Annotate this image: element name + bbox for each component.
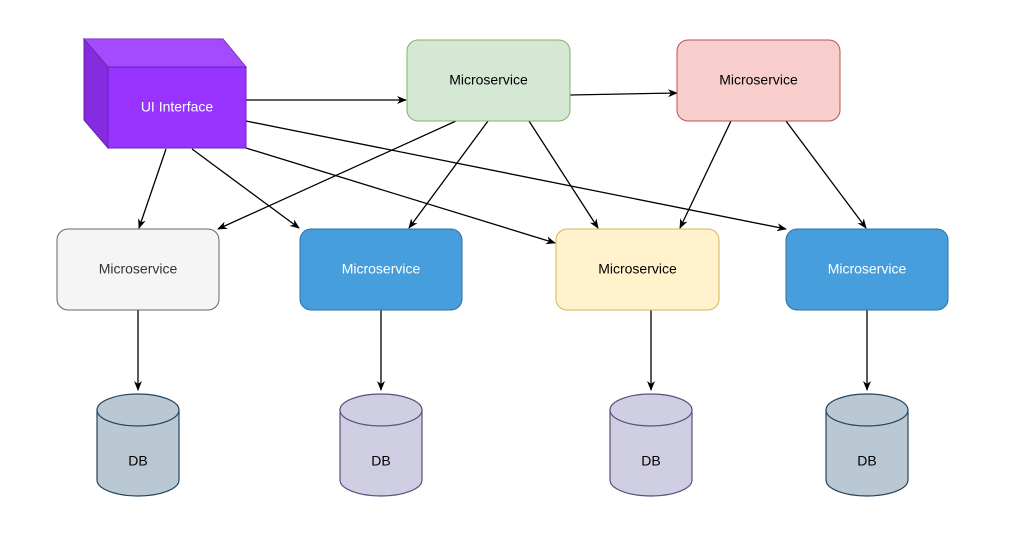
microservice-mid-gray-label: Microservice	[99, 261, 178, 277]
microservice-top-green[interactable]: Microservice	[406, 39, 571, 122]
ui-interface-shade-top	[84, 39, 246, 67]
microservice-mid-blue-1[interactable]: Microservice	[299, 228, 463, 311]
edge-top-green-to-mid-gray	[217, 120, 457, 230]
microservice-mid-gray[interactable]: Microservice	[56, 228, 220, 311]
edge-ui-to-mid-blue-1	[191, 148, 300, 229]
ui-interface-front-face	[107, 66, 247, 149]
edge-ui-to-mid-blue-2	[245, 120, 787, 232]
microservice-mid-blue-1-box	[299, 228, 463, 311]
database-3-top	[609, 393, 693, 427]
edge-top-red-to-mid-yellow	[679, 120, 732, 229]
microservice-top-green-label: Microservice	[449, 72, 528, 88]
database-4-body	[825, 410, 909, 497]
database-3[interactable]: DB	[609, 393, 693, 497]
edge-top-green-to-mid-blue-1	[408, 120, 489, 229]
microservice-mid-yellow-box	[555, 228, 720, 311]
edge-top-red-to-mid-blue-2	[785, 120, 867, 229]
ui-interface-label: UI Interface	[141, 99, 214, 115]
database-4-top	[825, 393, 909, 427]
database-3-label: DB	[641, 453, 660, 469]
database-1-body	[96, 410, 180, 497]
microservice-mid-gray-box	[56, 228, 220, 311]
database-2-top	[339, 393, 423, 427]
edge-ui-to-mid-yellow	[245, 147, 556, 245]
edge-top-green-to-mid-yellow	[528, 120, 599, 229]
microservice-mid-blue-2-label: Microservice	[828, 261, 907, 277]
database-2[interactable]: DB	[339, 393, 423, 497]
database-4-label: DB	[857, 453, 876, 469]
microservice-top-red-label: Microservice	[719, 72, 798, 88]
edge-top-green-to-top-red	[569, 89, 678, 98]
edge-ui-to-mid-gray	[138, 148, 167, 229]
microservice-top-red-box	[676, 39, 841, 122]
database-3-body	[609, 410, 693, 497]
connectors	[134, 89, 871, 391]
microservice-top-red[interactable]: Microservice	[676, 39, 841, 122]
ui-interface-node[interactable]: UI Interface	[82, 37, 248, 150]
microservice-mid-yellow-label: Microservice	[598, 261, 677, 277]
database-1-label: DB	[128, 453, 147, 469]
database-4[interactable]: DB	[825, 393, 909, 497]
ui-interface-shade-side	[84, 39, 108, 148]
database-2-body	[339, 410, 423, 497]
database-2-label: DB	[371, 453, 390, 469]
database-1[interactable]: DB	[96, 393, 180, 497]
microservice-top-green-box	[406, 39, 571, 122]
microservice-mid-blue-2-box	[785, 228, 949, 311]
microservice-mid-yellow[interactable]: Microservice	[555, 228, 720, 311]
microservice-mid-blue-2[interactable]: Microservice	[785, 228, 949, 311]
database-1-top	[96, 393, 180, 427]
microservice-mid-blue-1-label: Microservice	[342, 261, 421, 277]
